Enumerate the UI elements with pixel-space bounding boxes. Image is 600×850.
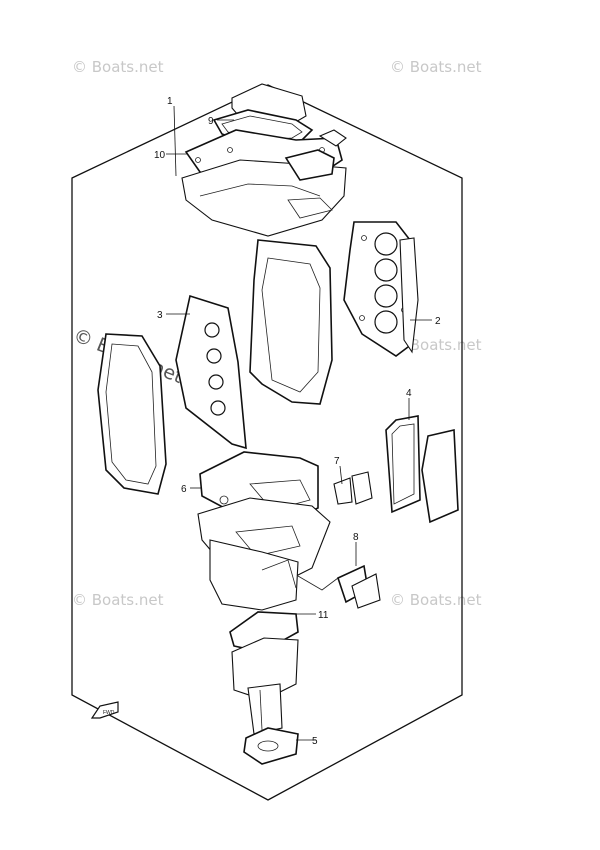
- callout-labels: 1 2 3 4 5 6 7 8 9 10 11: [154, 96, 441, 747]
- watermark-bottom-right: © Boats.net: [390, 591, 482, 609]
- fwd-arrow-icon: FWD: [90, 701, 119, 719]
- block-gasket: [249, 239, 333, 405]
- callout-7: 7: [334, 456, 340, 467]
- watermark-top-left: © Boats.net: [72, 58, 164, 76]
- callout-8: 8: [353, 532, 359, 543]
- callout-4: 4: [406, 388, 412, 399]
- callout-6: 6: [181, 484, 187, 495]
- small-gaskets-8: [297, 564, 381, 609]
- callout-9: 9: [208, 116, 214, 127]
- watermark-top-right: © Boats.net: [390, 58, 482, 76]
- leader-lines: [166, 105, 432, 741]
- callout-2: 2: [435, 316, 441, 327]
- cylinder-head-gasket: [343, 221, 419, 357]
- fwd-marker-text: FWD: [103, 710, 115, 716]
- watermark-bottom-left: © Boats.net: [72, 591, 164, 609]
- callout-10: 10: [154, 150, 166, 161]
- assembly-frame: [71, 84, 463, 801]
- head-cover-group: [181, 83, 347, 237]
- lower-housing: [229, 611, 299, 765]
- callout-5: 5: [312, 736, 318, 747]
- callout-1: 1: [167, 96, 173, 107]
- intake-gasket: [175, 294, 247, 450]
- callout-11: 11: [318, 610, 329, 621]
- right-side-gaskets: [385, 415, 459, 524]
- callout-3: 3: [157, 310, 163, 321]
- exhaust-cover-gasket: [97, 333, 167, 495]
- midsection-gaskets: [197, 451, 373, 611]
